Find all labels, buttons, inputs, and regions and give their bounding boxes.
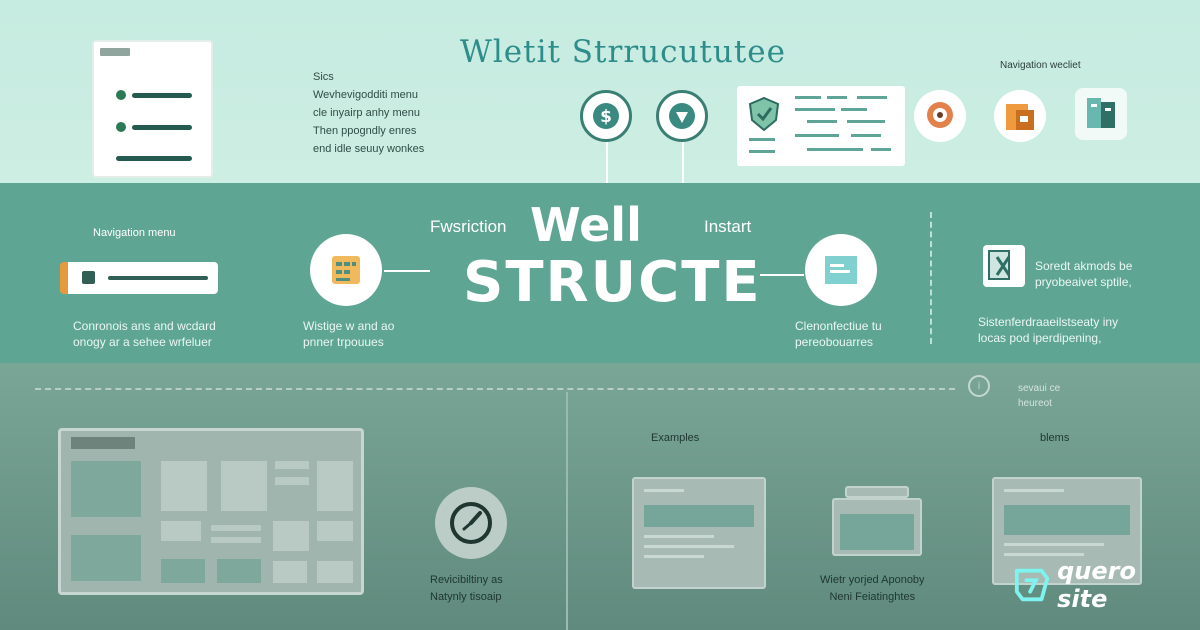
bullet-icon — [116, 122, 126, 132]
bottom-note: sevaui ce heureot — [1018, 383, 1061, 409]
side-word-left: Fwsriction — [430, 217, 507, 236]
folder-icon — [994, 90, 1046, 142]
wireframe-layout — [58, 428, 364, 595]
window-dots-icon — [100, 48, 130, 56]
right-caption: Soredt akmods be pryobeaivet sptile, — [1035, 259, 1133, 289]
center-left-caption: Wistige w and ao pnner trpouues — [303, 319, 395, 349]
left-caption: Conronois ans and wcdard onogy ar a sehe… — [73, 319, 216, 349]
top-notes: Sics Wevhevigodditi menu cle inyairp anh… — [313, 71, 425, 155]
window-dots-icon — [71, 437, 135, 449]
divider — [566, 392, 568, 630]
menu-line — [116, 156, 192, 161]
center-right-caption: Clenonfectiue tu pereobouarres — [795, 319, 882, 349]
menu-line — [132, 125, 192, 130]
divider — [930, 212, 932, 344]
example-frame — [832, 498, 922, 556]
dollar-icon: $ — [580, 90, 632, 142]
bullet-icon — [116, 90, 126, 100]
example-frame-header — [845, 486, 909, 498]
page-title: Wletit Strrucututee — [460, 34, 787, 70]
info-icon[interactable]: i — [968, 375, 990, 397]
headline-bottom: STRUCTE — [463, 250, 762, 315]
clock-caption: Revicibiltiny as Natynly tisoaip — [430, 574, 503, 603]
svg-text:$: $ — [600, 107, 612, 127]
logo-icon — [1014, 568, 1050, 602]
headline-top: Well — [530, 198, 642, 252]
people-icon — [914, 90, 966, 142]
navigation-label: Navigation wecliet — [1000, 60, 1081, 71]
connector-line — [384, 270, 430, 272]
menu-card — [92, 40, 213, 178]
connector-line — [760, 274, 804, 276]
calendar-icon — [310, 234, 382, 306]
divider — [35, 388, 955, 390]
menu-icon — [82, 271, 95, 284]
example-frame — [992, 477, 1142, 585]
menu-line — [132, 93, 192, 98]
shield-icon — [656, 90, 708, 142]
logo-text: quero site — [1057, 557, 1136, 613]
shield-check-icon — [748, 96, 780, 132]
examples-label: Examples — [651, 432, 700, 444]
navigation-menu-bar[interactable] — [60, 262, 218, 294]
menu-bar-line — [108, 276, 208, 280]
frames-caption: Wietr yorjed Aponoby Neni Feiatinghtes — [820, 574, 925, 603]
connector-line — [682, 140, 684, 183]
brand-logo[interactable]: quero site — [1013, 557, 1188, 613]
right-caption-bottom: Sistenferdraaeilstseaty iny locas pod ip… — [978, 315, 1119, 345]
example-frame — [632, 477, 766, 589]
connector-line — [606, 140, 608, 183]
clock-icon — [435, 487, 507, 559]
side-word-right: Instart — [704, 217, 752, 236]
navigation-menu-label: Navigation menu — [93, 227, 176, 239]
window-icon — [805, 234, 877, 306]
items-label: blems — [1040, 432, 1070, 444]
sitemap-panel — [737, 86, 905, 166]
checklist-icon — [983, 245, 1025, 287]
document-icon — [1075, 88, 1127, 140]
